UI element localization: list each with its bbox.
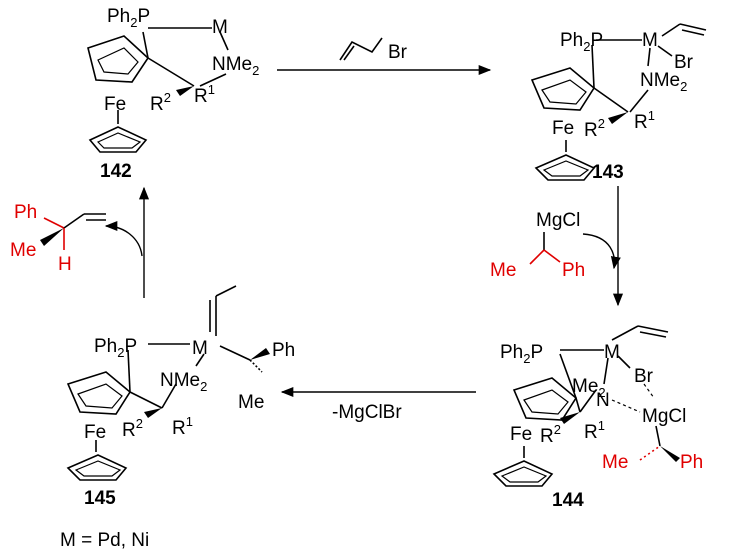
product: Ph Me H — [10, 202, 106, 275]
compound-145: Ph2P M Ph NMe2 Me R2 R1 Fe 145 — [66, 285, 295, 509]
r1-label-145: R1 — [172, 414, 193, 439]
ph-label-145: Ph — [272, 340, 295, 361]
ferrocene-145 — [66, 371, 132, 481]
compound-number-143: 143 — [592, 162, 624, 183]
metal-label-144: M — [604, 342, 620, 363]
metal-definition-footnote: M = Pd, Ni — [60, 530, 149, 551]
fe-label-143: Fe — [552, 118, 574, 139]
step-arrow-4 — [104, 186, 150, 298]
r2-label-143: R2 — [584, 116, 605, 141]
compound-number-145: 145 — [84, 488, 116, 509]
ph2p-label-144: Ph2P — [500, 342, 543, 366]
ph2p-label-142: Ph2P — [107, 6, 150, 30]
nme2-label-145: NMe2 — [160, 370, 207, 394]
nme2-label-143: NMe2 — [640, 70, 687, 94]
grignard-mgcl-label: MgCl — [536, 210, 580, 231]
me-label-145: Me — [238, 392, 264, 413]
compound-number-144: 144 — [552, 490, 584, 511]
ph-label-144: Ph — [680, 452, 703, 473]
mgcl-label-144: MgCl — [642, 406, 686, 427]
fe-label-144: Fe — [510, 424, 532, 445]
product-me-label: Me — [10, 240, 36, 261]
ph2p-label-143: Ph2P — [560, 30, 603, 54]
step-arrow-3: -MgClBr — [280, 386, 476, 423]
ferrocene-144 — [492, 377, 578, 487]
grignard-me-label: Me — [490, 260, 516, 281]
me2-label-144: Me2 — [572, 376, 606, 400]
r1-label-143: R1 — [634, 108, 655, 133]
r2-label-145: R2 — [122, 416, 143, 441]
fe-label-145: Fe — [84, 422, 106, 443]
metal-label-142: M — [212, 17, 228, 38]
metal-label-145: M — [192, 338, 208, 359]
compound-142: Ph2P M NMe2 R2 R1 Fe 142 — [87, 6, 259, 182]
me-label-144: Me — [602, 452, 628, 473]
r1-label-142: R1 — [194, 82, 215, 107]
product-ph-label: Ph — [14, 202, 37, 223]
r2-label-144: R2 — [540, 422, 561, 447]
fe-label-142: Fe — [104, 94, 126, 115]
compound-144: Ph2P M Br Me2 N MgCl Me Ph R2 R1 Fe 144 — [492, 325, 703, 511]
grignard-ph-label: Ph — [562, 260, 585, 281]
compound-143: Ph2P M Br NMe2 R2 R1 Fe 143 — [530, 23, 707, 183]
metal-label-143: M — [642, 30, 658, 51]
r2-label-142: R2 — [150, 90, 171, 115]
step-arrow-1: Br — [277, 37, 492, 76]
ph2p-label-145: Ph2P — [94, 336, 137, 360]
byproduct-label: -MgClBr — [332, 402, 402, 423]
ferrocene-142 — [87, 35, 150, 153]
br-label-143: Br — [674, 52, 694, 73]
br-label-144: Br — [634, 366, 654, 387]
r1-label-144: R1 — [584, 418, 605, 443]
product-h-label: H — [58, 254, 72, 275]
step-arrow-2: MgCl Me Ph — [490, 186, 624, 307]
n-label-144: N — [596, 390, 610, 411]
vinyl-bromide-br-label: Br — [388, 42, 408, 63]
nme2-label-142: NMe2 — [212, 54, 259, 78]
ferrocene-143 — [530, 67, 596, 181]
compound-number-142: 142 — [100, 161, 132, 182]
